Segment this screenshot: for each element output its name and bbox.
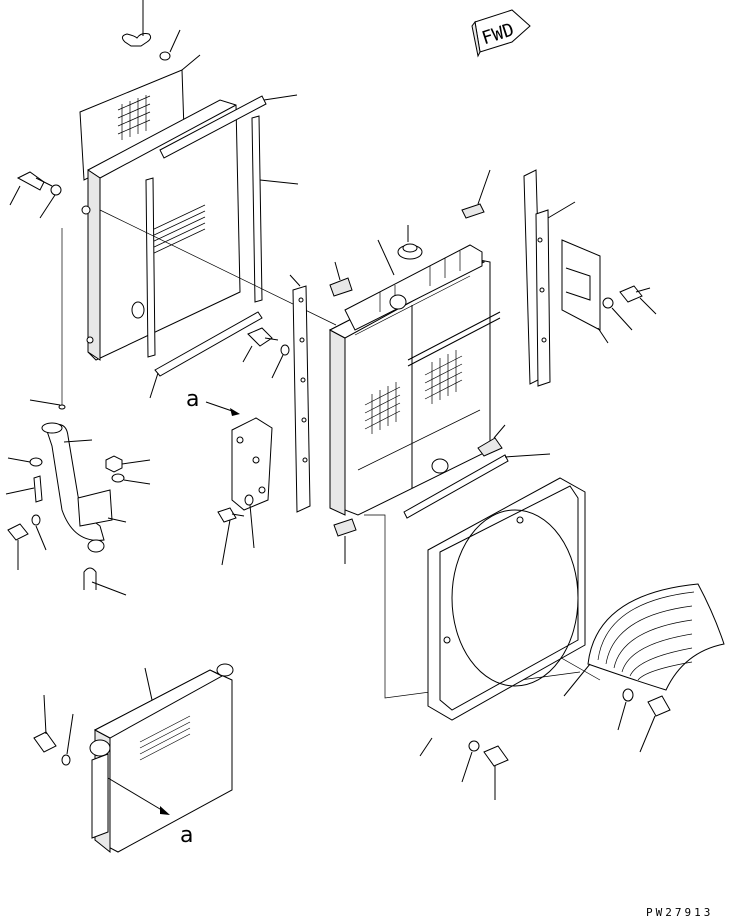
reference-arrow-lower [107, 777, 166, 813]
cushion-right [477, 424, 506, 457]
mounting-bracket [231, 417, 273, 511]
reference-arrow [205, 401, 236, 413]
fwd-direction-arrow: FWD [471, 9, 531, 58]
leader-line [29, 399, 61, 406]
reference-label-a-upper: a [186, 387, 199, 412]
cushion-left [329, 261, 353, 297]
radiator-cap [397, 225, 423, 260]
aftercooler [89, 663, 234, 854]
radiator-guard-frame [81, 99, 241, 361]
radiator-core [328, 244, 501, 516]
seal-strip-top [159, 94, 298, 159]
washer-top [159, 29, 181, 61]
bolt-right [619, 285, 657, 315]
washer-fan-guard [617, 688, 634, 731]
bolt-hose-2 [7, 523, 29, 570]
bolt-fan-guard [639, 695, 671, 753]
drawing-code: PW27913 [646, 906, 713, 919]
washer-shroud [461, 740, 480, 783]
washer-hose-1 [7, 457, 43, 467]
washer-center [271, 344, 290, 379]
cushion-top [461, 169, 491, 219]
cushion-bottom [333, 518, 357, 564]
bolt-aftercooler [33, 694, 57, 753]
nut [105, 455, 151, 473]
arrow-head [160, 806, 170, 815]
fan-shroud [419, 477, 586, 757]
side-support-bracket [289, 274, 311, 513]
washer-hose-2 [31, 514, 47, 551]
fan-guard [563, 583, 725, 697]
bolt-center [242, 327, 279, 363]
bolt-bracket [217, 507, 245, 566]
bar-strip-right [403, 453, 551, 519]
plug [58, 404, 66, 410]
washer-right [602, 297, 633, 331]
bolt-shroud [483, 745, 509, 800]
washer-aftercooler [61, 713, 74, 766]
reference-label-a-lower: a [180, 823, 193, 848]
seal-strip-bottom [149, 311, 263, 399]
washer-left-upper [39, 184, 62, 219]
hose [41, 422, 105, 553]
clamp-bracket [77, 489, 127, 527]
arrow-head [230, 408, 240, 416]
bolt-hose [5, 475, 43, 503]
seal-strip-vertical-right [251, 115, 299, 303]
right-clip-bracket [561, 239, 609, 344]
seal-strip-vertical-left [145, 177, 156, 358]
washer-nut [111, 473, 151, 485]
wing-nut [121, 0, 152, 47]
bolt-left-upper [9, 171, 53, 206]
washer-bracket [244, 494, 255, 549]
leader-line [377, 239, 395, 276]
u-bolt [83, 567, 127, 596]
right-support-bracket [523, 169, 576, 387]
